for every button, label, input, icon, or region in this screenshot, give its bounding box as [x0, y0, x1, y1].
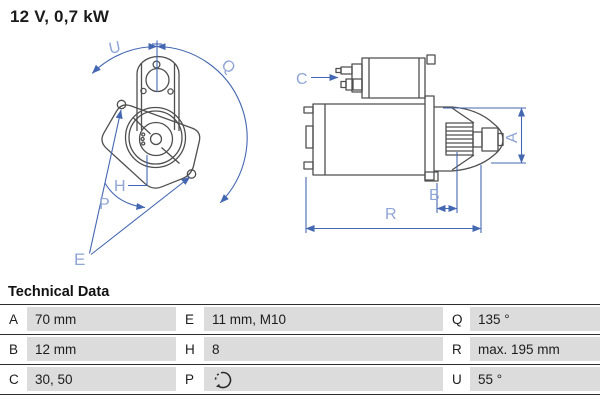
table-key: E	[176, 305, 204, 334]
dimension-arc-u	[91, 43, 158, 74]
table-row: B 12 mm H 8 R max. 195 mm	[0, 334, 600, 364]
table-value: 55 °	[470, 367, 600, 391]
starter-motor-diagram: U Q H P E C A B R	[74, 39, 526, 269]
solenoid-terminal-lower	[345, 78, 363, 91]
table-value: 8	[204, 337, 443, 361]
bracket-plate	[424, 95, 435, 181]
table-value: 135 °	[470, 307, 600, 331]
solenoid-terminal-upper	[340, 66, 353, 75]
table-key: B	[0, 335, 27, 364]
table-key: H	[176, 335, 204, 364]
label-h: H	[114, 178, 126, 195]
rotation-clockwise-icon	[214, 371, 232, 388]
side-view-drawing	[303, 54, 504, 182]
leader-e-upper	[88, 109, 123, 254]
table-value: 70 mm	[27, 307, 176, 331]
table-value: 11 mm, M10	[204, 307, 443, 331]
table-value: max. 195 mm	[470, 337, 600, 361]
table-value: 30, 50	[27, 367, 176, 391]
label-b: B	[429, 187, 440, 204]
label-p: P	[99, 196, 110, 213]
side-view-dimensions	[305, 74, 526, 233]
leader-e-lower	[90, 176, 191, 255]
technical-data-section: Technical Data A 70 mm E 11 mm, M10 Q 13…	[0, 284, 600, 395]
label-r: R	[385, 206, 397, 223]
dimension-arc-p	[104, 182, 146, 210]
table-row: A 70 mm E 11 mm, M10 Q 135 °	[0, 304, 600, 334]
table-key: U	[443, 365, 470, 394]
label-u: U	[107, 39, 122, 58]
motor-body	[312, 103, 326, 176]
table-key: R	[443, 335, 470, 364]
label-e: E	[74, 250, 85, 269]
flange-hole-upper-left	[116, 99, 127, 110]
technical-data-heading: Technical Data	[8, 284, 110, 300]
flange-outline	[101, 104, 201, 189]
front-view-drawing	[101, 55, 201, 189]
table-key: P	[176, 365, 204, 394]
table-key: Q	[443, 305, 470, 334]
label-a: A	[504, 132, 521, 143]
table-value: 12 mm	[27, 337, 176, 361]
solenoid-body	[361, 57, 426, 99]
dimension-arc-q	[156, 43, 248, 204]
shaft-nut	[481, 127, 499, 152]
label-c: C	[296, 71, 308, 88]
table-row: C 30, 50 P U 55 °	[0, 364, 600, 395]
shaft-circle	[149, 132, 163, 146]
page-title: 12 V, 0,7 kW	[10, 7, 110, 26]
table-key: C	[0, 365, 27, 394]
table-value-icon-cell	[204, 367, 443, 391]
table-key: A	[0, 305, 27, 334]
front-view-dimensions	[88, 40, 248, 255]
leader-h	[128, 155, 148, 187]
